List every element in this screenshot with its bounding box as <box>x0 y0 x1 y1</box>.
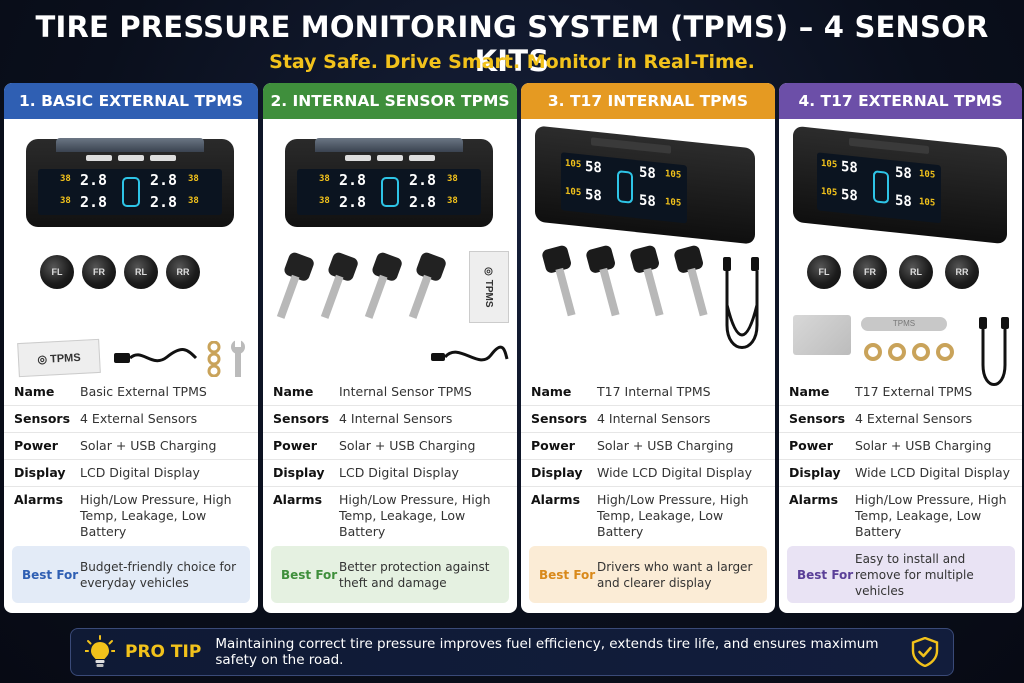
t17-display-unit: 105 58 58 105 105 58 58 105 <box>535 125 755 245</box>
button <box>409 155 435 161</box>
product-image: 105 58 58 105 105 58 58 105 FL FR RL RR … <box>779 119 1022 386</box>
sensor-cap-icon: FR <box>853 255 887 289</box>
nuts-icon <box>864 343 954 361</box>
product-image: 38 2.8 2.8 38 38 2.8 2.8 38 <box>263 119 517 375</box>
lcd-screen: 105 58 58 105 105 58 58 105 <box>817 152 941 224</box>
kit-card-basic-external: 1. BASIC EXTERNAL TPMS 38 2.8 2.8 38 38 … <box>4 83 258 613</box>
usb-cable-icon <box>431 345 509 362</box>
sensor-cap-icon: RR <box>945 255 979 289</box>
card-title: 1. BASIC EXTERNAL TPMS <box>4 83 258 119</box>
sensor-cap-icon: RL <box>124 255 158 289</box>
best-for-box: Best For Better protection against theft… <box>271 546 509 603</box>
wrench-icon <box>231 339 245 377</box>
kit-cards: 1. BASIC EXTERNAL TPMS 38 2.8 2.8 38 38 … <box>4 83 1022 613</box>
best-for-box: Best For Drivers who want a larger and c… <box>529 546 767 603</box>
car-icon <box>381 177 399 207</box>
best-for-box: Best For Budget-friendly choice for ever… <box>12 546 250 603</box>
tpms-logo-icon: ◎ <box>483 266 494 280</box>
product-image: 105 58 58 105 105 58 58 105 <box>521 119 775 375</box>
internal-sensors-icon <box>542 245 708 317</box>
card-title: 4. T17 EXTERNAL TPMS <box>779 83 1022 119</box>
lightbulb-icon <box>85 635 115 667</box>
kit-card-internal-sensor: 2. INTERNAL SENSOR TPMS 38 2.8 2.8 38 38… <box>263 83 517 613</box>
car-icon <box>122 177 140 207</box>
manual-box: ◎ TPMS <box>17 338 101 378</box>
button <box>86 155 112 161</box>
manual-box: ◎ TPMS <box>469 251 509 323</box>
nuts-icon <box>207 341 221 377</box>
sensor-cap-icon: RL <box>899 255 933 289</box>
button <box>377 155 403 161</box>
button <box>118 155 144 161</box>
lcd-screen: 38 2.8 2.8 38 38 2.8 2.8 38 <box>38 169 222 215</box>
tpms-logo-icon: ◎ <box>37 353 51 367</box>
usb-cable-icon <box>114 348 198 363</box>
button <box>345 155 371 161</box>
sensor-cap-icon: FL <box>40 255 74 289</box>
wrench-icon: TPMS <box>861 317 947 331</box>
shield-check-icon <box>911 637 939 667</box>
pro-tip-label: PRO TIP <box>125 642 202 662</box>
t17-display-unit: 105 58 58 105 105 58 58 105 <box>793 125 1007 245</box>
solar-panel <box>56 138 204 152</box>
kit-card-t17-external: 4. T17 EXTERNAL TPMS 105 58 58 105 105 5… <box>779 83 1022 613</box>
card-title: 3. T17 INTERNAL TPMS <box>521 83 775 119</box>
solar-panel <box>315 138 463 152</box>
lcd-screen: 105 58 58 105 105 58 58 105 <box>561 152 687 224</box>
tpms-display-unit: 38 2.8 2.8 38 38 2.8 2.8 38 <box>26 138 234 227</box>
car-icon <box>873 170 889 204</box>
internal-sensors-icon <box>276 252 446 319</box>
usb-cable-icon <box>723 257 759 349</box>
button <box>591 137 671 154</box>
best-for-box: Best For Easy to install and remove for … <box>787 546 1015 603</box>
usb-cable-icon <box>979 317 1009 386</box>
pro-tip-text: Maintaining correct tire pressure improv… <box>215 636 879 668</box>
page-title: TIRE PRESSURE MONITORING SYSTEM (TPMS) –… <box>35 10 989 78</box>
page-subtitle: Stay Safe. Drive Smart. Monitor in Real-… <box>269 51 755 73</box>
car-icon <box>617 170 633 204</box>
tpms-display-unit: 38 2.8 2.8 38 38 2.8 2.8 38 <box>285 138 493 227</box>
card-title: 2. INTERNAL SENSOR TPMS <box>263 83 517 119</box>
kit-card-t17-internal: 3. T17 INTERNAL TPMS 105 58 58 105 105 5… <box>521 83 775 613</box>
button <box>150 155 176 161</box>
lcd-screen: 38 2.8 2.8 38 38 2.8 2.8 38 <box>297 169 481 215</box>
button <box>849 137 929 155</box>
product-image: 38 2.8 2.8 38 38 2.8 2.8 38 FL FR RL RR … <box>4 119 258 378</box>
sticker-plate <box>793 315 851 355</box>
sensor-cap-icon: RR <box>166 255 200 289</box>
pro-tip-banner: PRO TIP Maintaining correct tire pressur… <box>70 628 954 676</box>
sensor-cap-icon: FL <box>807 255 841 289</box>
sensor-cap-icon: FR <box>82 255 116 289</box>
